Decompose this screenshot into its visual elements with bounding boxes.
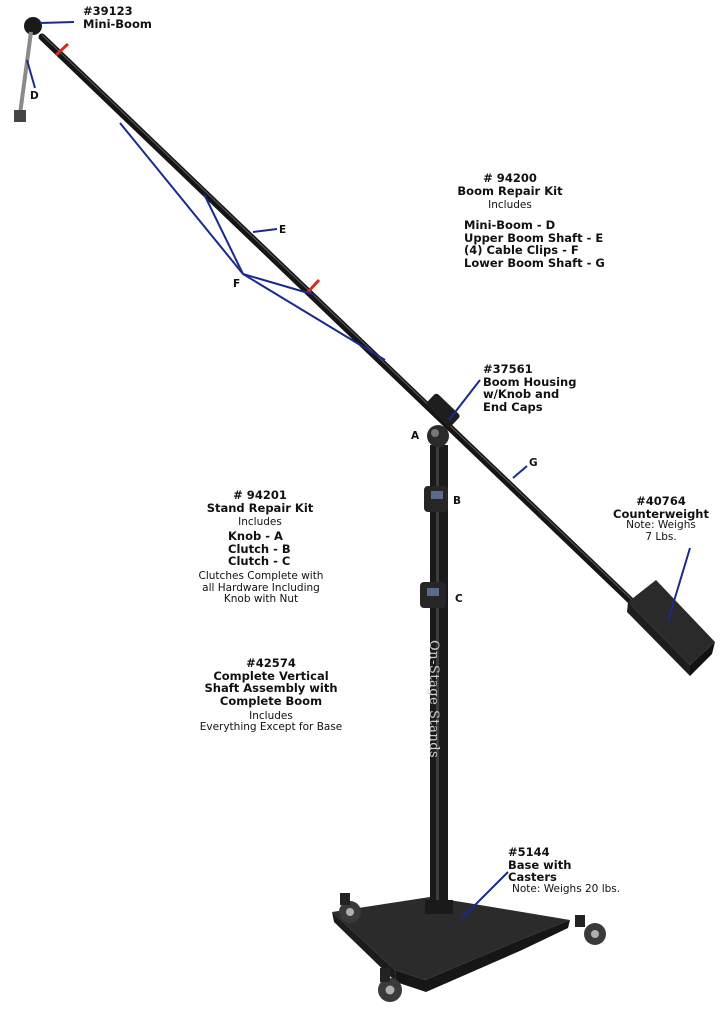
kit-item: (4) Cable Clips - F [464,243,579,258]
part-number: #40764 [636,494,686,508]
clutch-b [424,486,448,512]
boom-housing-callout: #37561 Boom Housing w/Knob and End Caps [483,363,576,414]
part-number: #5144 [508,845,550,859]
mini-boom-callout: #39123 Mini-Boom [83,5,152,30]
callout-line: Complete Vertical [213,668,329,683]
counterweight [627,580,715,676]
callout-line: Casters [508,870,557,885]
callout-line: Boom Housing [483,374,577,389]
includes-label: Includes [488,199,532,212]
part-number: #42574 [246,656,296,670]
part-number: # 94201 [233,488,287,502]
note-line: Knob with Nut [223,593,299,606]
stand-kit-items: Knob - A Clutch - B Clutch - C [228,530,291,568]
vertical-shaft [425,445,453,914]
note-line: all Hardware Including [202,581,320,594]
stand-kit-callout: # 94201 Stand Repair Kit Includes [200,489,320,532]
boom-kit-callout: # 94200 Boom Repair Kit Includes [445,172,575,215]
part-number: #37561 [483,362,533,376]
kit-item: Clutch - C [228,554,291,569]
red-clips [54,42,321,295]
callout-line: Shaft Assembly with [204,681,338,696]
note-line: Everything Except for Base [199,721,343,734]
boom-kit-items: Mini-Boom - D Upper Boom Shaft - E (4) C… [464,219,605,270]
kit-name: Boom Repair Kit [457,183,563,198]
mini-boom [14,17,42,122]
letter-e: E [279,224,287,236]
clutch-c [420,582,446,608]
callout-line: w/Knob and [483,387,560,402]
note-line: Clutches Complete with [198,570,324,582]
letter-f: F [233,278,241,290]
part-name: Counterweight [613,506,709,521]
kit-name: Stand Repair Kit [206,500,314,515]
note-line: Note: Weighs 20 lbs. [512,882,621,895]
kit-item: Upper Boom Shaft - E [464,230,604,245]
letter-g: G [529,457,538,469]
casters [339,893,606,1002]
letter-d: D [30,90,39,102]
letter-a: A [411,430,420,442]
includes-label: Includes [238,516,282,529]
counterweight-callout: #40764 Counterweight Note: Weighs 7 Lbs. [606,495,716,543]
leader-lines [26,21,691,919]
letter-c: C [455,593,463,605]
part-number: # 94200 [483,171,537,185]
kit-item: Mini-Boom - D [464,218,556,232]
stand-kit-notes: Clutches Complete with all Hardware Incl… [196,570,326,606]
callout-line: End Caps [483,399,543,414]
base-callout: #5144 Base with Casters Note: Weighs 20 … [508,846,620,895]
part-name: Mini-Boom [83,16,152,31]
clutch-a [427,425,449,447]
letter-b: B [453,495,462,507]
callout-line: Complete Boom [219,693,323,708]
part-number: #39123 [83,4,133,18]
kit-item: Clutch - B [228,541,291,556]
vertical-shaft-callout: #42574 Complete Vertical Shaft Assembly … [196,657,346,734]
callout-line: Base with [508,857,572,872]
kit-item: Knob - A [228,529,283,543]
note-line: Note: Weighs [626,519,696,532]
brand-text: On-Stage Stands [426,640,441,759]
includes-label: Includes [249,709,293,722]
boom-arm [38,33,636,606]
kit-item: Lower Boom Shaft - G [464,255,605,270]
note-line: 7 Lbs. [645,530,677,543]
base [332,897,570,992]
